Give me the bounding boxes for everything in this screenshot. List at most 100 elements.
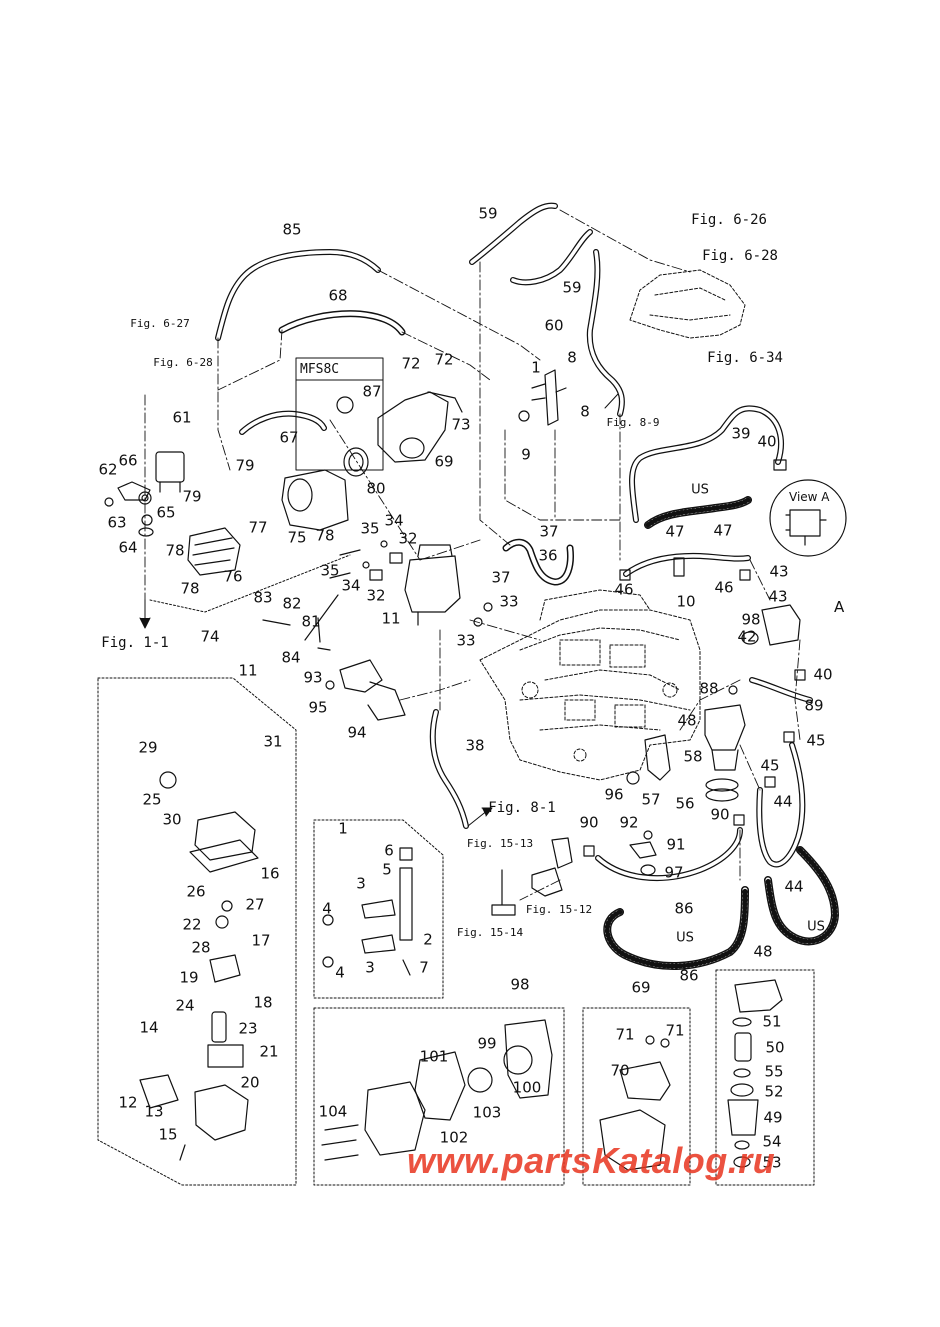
part-label-4a: 4	[322, 899, 332, 918]
view-a-circle	[769, 479, 847, 557]
part-label-40a: 40	[757, 432, 777, 451]
part-label-88: 88	[699, 679, 719, 698]
part-label-80: 80	[366, 479, 386, 498]
part-label-16: 16	[260, 864, 280, 883]
fig-ref-6-28: Fig. 6-28	[702, 248, 778, 264]
part-label-64: 64	[118, 538, 138, 557]
view-a-label: View A	[789, 490, 830, 504]
part-label-37b: 37	[491, 568, 511, 587]
part-label-9: 9	[521, 445, 531, 464]
part-label-44a: 44	[773, 792, 793, 811]
part-label-81: 81	[301, 612, 321, 631]
part-label-79b: 79	[235, 456, 255, 475]
us-mark-47: US	[691, 482, 709, 498]
fig-ref-6-34: Fig. 6-34	[707, 350, 783, 366]
part-label-98a: 98	[741, 610, 761, 629]
part-label-10: 10	[676, 592, 696, 611]
box-1	[313, 819, 444, 999]
part-label-17: 17	[251, 931, 271, 950]
part-label-103: 103	[472, 1103, 502, 1122]
part-label-86a: 86	[674, 899, 694, 918]
part-label-24: 24	[175, 996, 195, 1015]
part-label-46a: 46	[614, 580, 634, 599]
part-label-35a: 35	[360, 519, 380, 538]
part-label-61: 61	[172, 408, 192, 427]
part-label-98b: 98	[510, 975, 530, 994]
fig-ref-6-26: Fig. 6-26	[691, 212, 767, 228]
part-label-59b: 59	[562, 278, 582, 297]
part-label-3a: 3	[356, 874, 366, 893]
fig-ref-8-1: Fig. 8-1	[488, 800, 556, 816]
part-label-4b: 4	[335, 963, 345, 982]
part-label-12: 12	[118, 1093, 138, 1112]
part-label-52: 52	[764, 1082, 784, 1101]
part-label-3b: 3	[365, 958, 375, 977]
view-a-pointer-letter: A	[834, 598, 845, 616]
part-label-78a: 78	[165, 541, 185, 560]
part-label-93: 93	[303, 668, 323, 687]
watermark: www.partsKatalog.ru	[407, 1140, 776, 1181]
part-label-32b: 32	[366, 586, 386, 605]
part-label-54: 54	[762, 1132, 782, 1151]
part-label-66: 66	[118, 451, 138, 470]
part-label-11b: 11	[238, 661, 258, 680]
box-11	[97, 677, 297, 1186]
part-label-26: 26	[186, 882, 206, 901]
fig-ref-15-13: Fig. 15-13	[466, 837, 534, 850]
part-label-69: 69	[434, 452, 454, 471]
part-label-49: 49	[763, 1108, 783, 1127]
variant-box-label: MFS8C	[300, 362, 340, 377]
part-label-99: 99	[477, 1034, 497, 1053]
part-label-57: 57	[641, 790, 661, 809]
part-label-56: 56	[675, 794, 695, 813]
part-label-14: 14	[139, 1018, 159, 1037]
us-mark-86: US	[676, 930, 694, 946]
part-label-28: 28	[191, 938, 211, 957]
part-label-30: 30	[162, 810, 182, 829]
part-label-47a: 47	[665, 522, 685, 541]
part-label-21: 21	[259, 1042, 279, 1061]
part-label-62: 62	[98, 460, 118, 479]
part-label-22: 22	[182, 915, 202, 934]
part-label-70: 70	[610, 1061, 630, 1080]
part-label-65: 65	[156, 503, 176, 522]
part-label-90b: 90	[579, 813, 599, 832]
hose-60	[586, 249, 625, 417]
part-label-73: 73	[451, 415, 471, 434]
part-label-101: 101	[419, 1047, 449, 1066]
part-label-87: 87	[362, 382, 382, 401]
part-label-6: 6	[384, 841, 394, 860]
part-label-68: 68	[328, 286, 348, 305]
part-label-72b: 72	[434, 350, 454, 369]
box-mfs8c	[295, 357, 384, 471]
part-label-71b: 71	[665, 1021, 685, 1040]
box-98	[313, 1007, 565, 1186]
part-label-5: 5	[382, 860, 392, 879]
part-label-11a: 11	[381, 609, 401, 628]
part-label-82: 82	[282, 594, 302, 613]
part-label-48a: 48	[677, 711, 697, 730]
fig-ref-6-27-left: Fig. 6-27	[130, 317, 190, 330]
box-74	[149, 554, 351, 613]
fig-ref-15-14: Fig. 15-14	[456, 926, 524, 939]
part-label-104: 104	[318, 1102, 348, 1121]
part-label-34b: 34	[341, 576, 361, 595]
part-label-40b: 40	[813, 665, 833, 684]
part-label-96: 96	[604, 785, 624, 804]
part-label-15: 15	[158, 1125, 178, 1144]
part-label-53: 53	[762, 1153, 782, 1172]
part-label-36: 36	[538, 546, 558, 565]
part-label-86b: 86	[679, 966, 699, 985]
part-label-1: 1	[531, 358, 541, 377]
part-label-92: 92	[619, 813, 639, 832]
box-69	[582, 1007, 691, 1186]
part-label-51: 51	[762, 1012, 782, 1031]
part-label-47b: 47	[713, 521, 733, 540]
part-label-90a: 90	[710, 805, 730, 824]
part-label-8a: 8	[567, 348, 577, 367]
part-label-48b: 48	[753, 942, 773, 961]
part-label-69b: 69	[631, 978, 651, 997]
box-48	[715, 969, 815, 1186]
part-label-27: 27	[245, 895, 265, 914]
